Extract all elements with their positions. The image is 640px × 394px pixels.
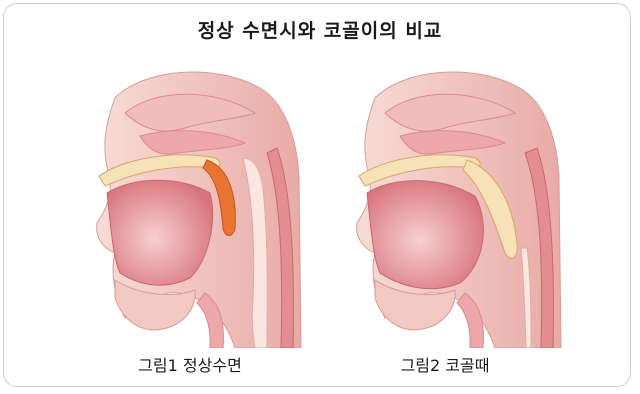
airway-cross-section-normal [85,58,305,348]
illustration-normal-sleep [85,58,305,348]
tongue [367,181,483,289]
illustration-snoring [345,58,565,348]
caption-figure-2: 그림2 코골때 [335,352,555,376]
airway-cross-section-snoring [345,58,565,348]
figure-title: 정상 수면시와 코골이의 비교 [0,16,640,43]
tongue [107,180,213,285]
caption-figure-1: 그림1 정상수면 [80,352,300,376]
